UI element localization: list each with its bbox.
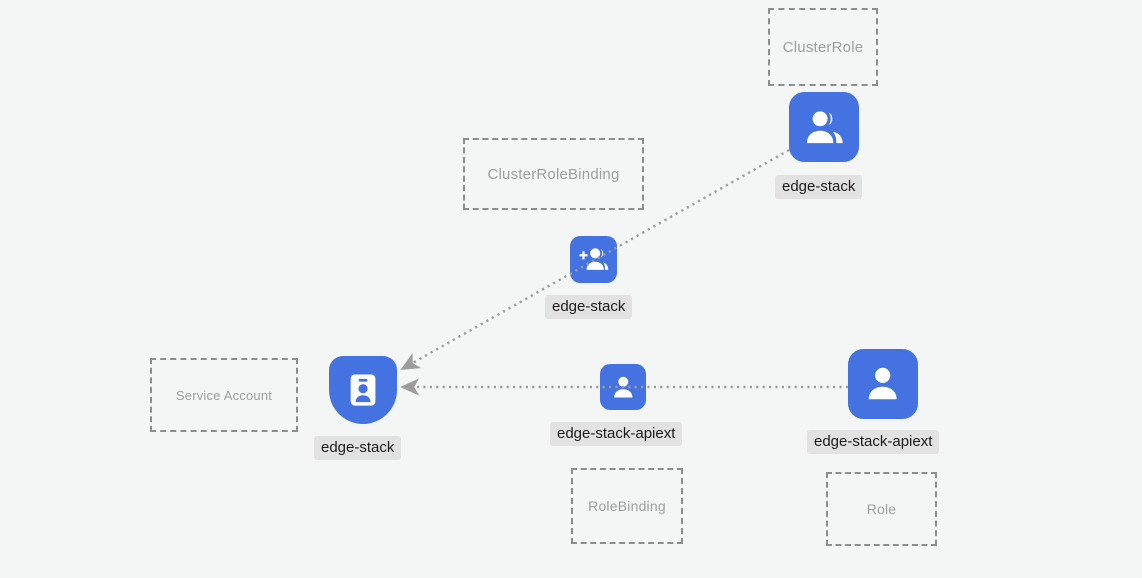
node-label-clusterrolebinding-subject: edge-stack <box>545 295 633 319</box>
node-label-role-subject: edge-stack-apiext <box>807 430 940 454</box>
person-icon <box>613 376 633 398</box>
type-box-clusterrole: ClusterRole <box>768 8 878 86</box>
node-clusterrole-subject[interactable] <box>789 92 859 162</box>
edge-paths <box>400 148 848 396</box>
type-box-label: RoleBinding <box>588 498 666 514</box>
node-role-subject[interactable] <box>848 349 918 419</box>
type-box-clusterrolebinding: ClusterRoleBinding <box>463 138 644 210</box>
person-icon <box>869 368 897 400</box>
users-group-icon <box>806 110 843 143</box>
node-label-rolebinding-subject: edge-stack-apiext <box>550 422 683 446</box>
node-rolebinding-subject[interactable] <box>600 364 646 410</box>
type-box-label: ClusterRoleBinding <box>487 165 620 183</box>
node-label-clusterrole-subject: edge-stack <box>775 175 863 199</box>
node-service-account-subject[interactable] <box>329 356 397 424</box>
type-box-role: Role <box>826 472 937 546</box>
person-add-icon <box>579 248 609 270</box>
node-label-service-account-subject: edge-stack <box>314 436 402 460</box>
type-box-label: Role <box>866 501 897 517</box>
type-box-label: Service Account <box>175 387 273 403</box>
type-box-service-account: Service Account <box>150 358 298 432</box>
type-box-rolebinding: RoleBinding <box>571 468 683 544</box>
type-box-label: ClusterRole <box>782 38 864 56</box>
id-badge-icon <box>350 374 376 406</box>
